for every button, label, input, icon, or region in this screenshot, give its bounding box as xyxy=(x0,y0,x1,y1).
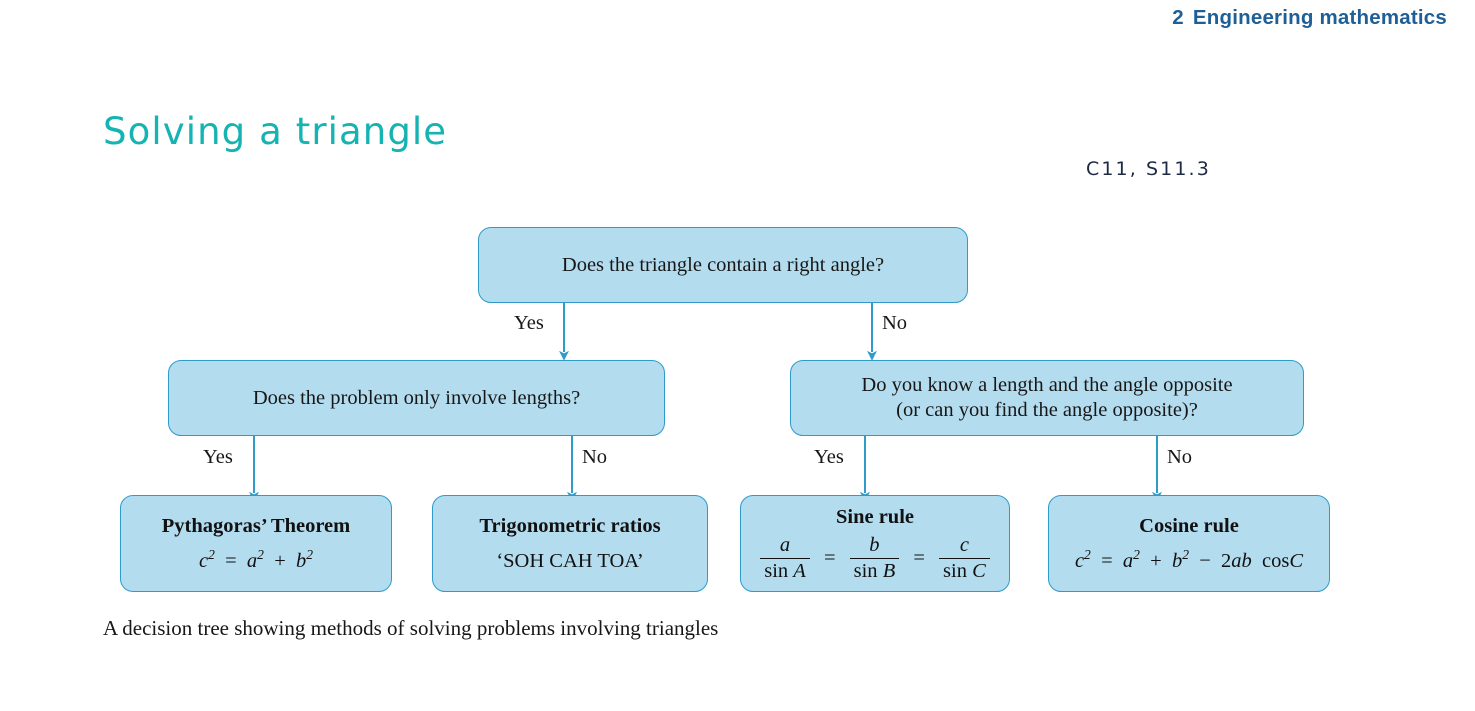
chapter-number: 2 xyxy=(1172,6,1184,29)
edge-label-left-yes: Yes xyxy=(203,446,233,468)
result-formula-sine-rule: a sin A = b sin B = c sin C xyxy=(757,534,993,582)
edge-label-root-yes: Yes xyxy=(514,312,544,334)
node-result-trig-ratios[interactable]: Trigonometric ratios ‘SOH CAH TOA’ xyxy=(432,495,708,592)
fraction-denominator: sin B xyxy=(849,557,900,582)
fraction-numerator: b xyxy=(869,534,880,557)
node-angle-opposite-line2: (or can you find the angle opposite)? xyxy=(896,399,1198,421)
page-title: Solving a triangle xyxy=(103,110,448,153)
node-root-text: Does the triangle contain a right angle? xyxy=(561,253,885,276)
spec-reference: C11, S11.3 xyxy=(1086,158,1211,180)
fraction-denominator: sin C xyxy=(939,557,990,582)
equals-sign: = xyxy=(913,546,925,569)
fraction-numerator: c xyxy=(959,534,969,557)
node-result-pythagoras[interactable]: Pythagoras’ Theorem c2 = a2 + b2 xyxy=(120,495,392,592)
result-formula-trig-ratios: ‘SOH CAH TOA’ xyxy=(496,549,644,572)
edge-label-right-yes: Yes xyxy=(814,446,844,468)
edge-label-root-no: No xyxy=(882,312,908,334)
fraction-b-sinB: b sin B xyxy=(849,534,900,582)
node-result-cosine-rule[interactable]: Cosine rule c2 = a2 + b2 − 2ab cosC xyxy=(1048,495,1330,592)
node-angle-opposite-line1: Do you know a length and the angle oppos… xyxy=(861,374,1233,396)
result-formula-pythagoras: c2 = a2 + b2 xyxy=(198,546,314,572)
chapter-title: Engineering mathematics xyxy=(1192,6,1447,29)
result-title-sine-rule: Sine rule xyxy=(835,506,915,529)
node-lengths-text: Does the problem only involve lengths? xyxy=(252,386,581,409)
running-head: 2 Engineering mathematics xyxy=(1172,6,1447,30)
node-result-sine-rule[interactable]: Sine rule a sin A = b sin B = c sin C xyxy=(740,495,1010,592)
equals-sign: = xyxy=(823,546,836,569)
edge-label-right-no: No xyxy=(1167,446,1193,468)
node-angle-opposite-question[interactable]: Do you know a length and the angle oppos… xyxy=(790,360,1304,436)
fraction-a-sinA: a sin A xyxy=(760,534,810,582)
edge-label-left-no: No xyxy=(582,446,608,468)
fraction-c-sinC: c sin C xyxy=(939,534,990,582)
result-title-trig-ratios: Trigonometric ratios xyxy=(479,514,661,537)
result-title-pythagoras: Pythagoras’ Theorem xyxy=(161,514,351,537)
result-formula-cosine-rule: c2 = a2 + b2 − 2ab cosC xyxy=(1074,546,1304,572)
figure-caption: A decision tree showing methods of solvi… xyxy=(103,616,719,640)
result-title-cosine-rule: Cosine rule xyxy=(1139,514,1239,537)
fraction-numerator: a xyxy=(779,534,791,557)
fraction-denominator: sin A xyxy=(760,557,810,582)
node-lengths-question[interactable]: Does the problem only involve lengths? xyxy=(168,360,665,436)
node-root-question[interactable]: Does the triangle contain a right angle? xyxy=(478,227,968,303)
